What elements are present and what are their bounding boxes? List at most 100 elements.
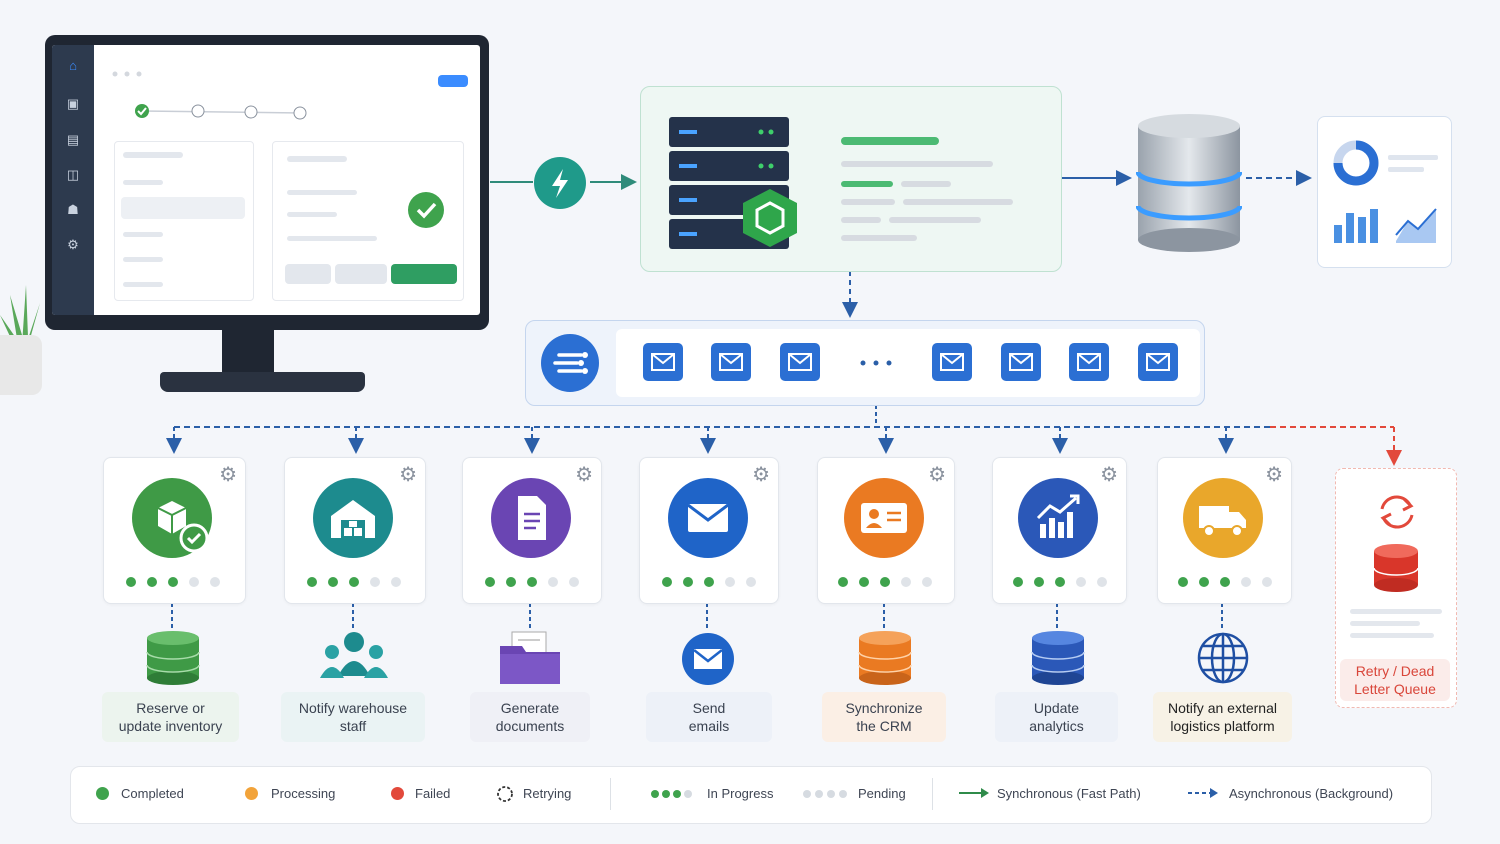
inventory-database-icon	[146, 631, 200, 685]
service-label-warehouse: Notify warehouse staff	[281, 692, 425, 742]
lightning-icon	[534, 157, 586, 209]
plant-leaves	[0, 285, 40, 345]
legend-processing: Processing	[271, 786, 336, 801]
queue-track	[616, 329, 1200, 397]
chart-icon	[1333, 140, 1438, 243]
service-card-documents[interactable]: ⚙	[462, 457, 602, 604]
legend-async: Asynchronous (Background)	[1229, 786, 1394, 801]
completed-dot	[96, 787, 109, 800]
document-icon	[491, 478, 571, 558]
progress-dots	[1013, 574, 1118, 587]
monitor-base	[160, 372, 365, 392]
gear-icon[interactable]: ⚙	[219, 464, 237, 486]
service-card-crm[interactable]: ⚙	[817, 457, 955, 604]
message-icon	[1001, 343, 1041, 381]
legend-sync: Synchronous (Fast Path)	[997, 786, 1141, 801]
legend-completed: Completed	[121, 786, 184, 801]
service-card-logistics[interactable]: ⚙	[1157, 457, 1292, 604]
service-card-warehouse[interactable]: ⚙	[284, 457, 426, 604]
warehouse-icon	[313, 478, 393, 558]
gear-icon[interactable]: ⚙	[399, 464, 417, 486]
database-icon	[1136, 114, 1242, 252]
failed-dot	[391, 787, 404, 800]
window-dots	[112, 65, 142, 77]
service-label-inventory: Reserve or update inventory	[102, 692, 239, 742]
analytics-database-icon	[1031, 631, 1085, 685]
crm-database-icon	[858, 631, 912, 685]
progress-steps	[135, 104, 307, 120]
monitor-stand	[222, 325, 274, 377]
list-panel	[114, 141, 254, 301]
growth-chart-icon	[1018, 478, 1098, 558]
message-icon	[932, 343, 972, 381]
service-card-email[interactable]: ⚙	[639, 457, 779, 604]
app-sidebar: ⌂ ▣ ▤ ◫ ☗ ⚙	[52, 45, 94, 315]
service-card-inventory[interactable]: ⚙	[103, 457, 246, 604]
monitor-screen: ⌂ ▣ ▤ ◫ ☗ ⚙	[52, 45, 480, 315]
server-rack-icon	[669, 117, 797, 249]
package-icon	[132, 478, 212, 558]
cart-icon[interactable]: ▣	[66, 96, 80, 111]
retry-icon	[1380, 495, 1414, 529]
in-progress-dots-icon	[651, 790, 692, 798]
success-check-icon	[408, 192, 444, 228]
document-folder-icon	[500, 631, 560, 684]
queue-broker-icon	[541, 334, 599, 392]
home-icon[interactable]: ⌂	[69, 58, 77, 73]
pending-dots-icon	[803, 790, 847, 798]
sync-arrow-icon	[959, 788, 989, 798]
legend	[70, 766, 1432, 824]
gear-icon[interactable]: ⚙	[752, 464, 770, 486]
document-icon[interactable]: ▤	[66, 132, 80, 147]
progress-dots	[126, 574, 231, 587]
message-icon	[643, 343, 683, 381]
email-send-icon	[682, 633, 734, 685]
detail-panel	[272, 141, 464, 301]
service-label-analytics: Update analytics	[995, 692, 1118, 742]
service-label-documents: Generate documents	[470, 692, 590, 742]
processing-dot	[245, 787, 258, 800]
gear-icon[interactable]: ⚙	[928, 464, 946, 486]
truck-icon	[1183, 478, 1263, 558]
legend-pending: Pending	[858, 786, 906, 801]
globe-icon	[1197, 632, 1249, 684]
contact-card-icon	[844, 478, 924, 558]
service-card-analytics[interactable]: ⚙	[992, 457, 1127, 604]
gear-icon[interactable]: ⚙	[1100, 464, 1118, 486]
async-arrow-icon	[1188, 788, 1218, 798]
progress-dots	[662, 574, 767, 587]
legend-divider	[932, 778, 933, 810]
progress-dots	[485, 574, 590, 587]
service-label-logistics: Notify an external logistics platform	[1153, 692, 1292, 742]
message-icon	[780, 343, 820, 381]
legend-divider	[610, 778, 611, 810]
gear-icon[interactable]: ⚙	[1265, 464, 1283, 486]
more-messages-ellipsis	[860, 360, 892, 366]
progress-dots	[1178, 574, 1283, 587]
legend-failed: Failed	[415, 786, 451, 801]
message-icon	[1069, 343, 1109, 381]
gear-icon[interactable]: ⚙	[575, 464, 593, 486]
header-button[interactable]	[438, 75, 468, 87]
gear-icon[interactable]: ⚙	[67, 237, 79, 252]
staff-group-icon	[320, 632, 388, 678]
dead-letter-queue-panel: Retry / Dead Letter Queue	[1335, 468, 1457, 708]
legend-retrying: Retrying	[523, 786, 572, 801]
progress-dots	[838, 574, 943, 587]
progress-dots	[307, 574, 412, 587]
service-label-email: Send emails	[646, 692, 772, 742]
plant-pot	[0, 335, 42, 395]
failed-database-icon	[1373, 544, 1419, 592]
analytics-dashboard-panel	[1317, 116, 1452, 268]
legend-in-progress: In Progress	[707, 786, 774, 801]
service-label-crm: Synchronize the CRM	[822, 692, 946, 742]
retrying-icon	[497, 786, 513, 802]
api-server-panel	[640, 86, 1062, 272]
message-icon	[711, 343, 751, 381]
users-icon[interactable]: ☗	[67, 202, 79, 217]
envelope-icon	[668, 478, 748, 558]
submit-button[interactable]	[391, 264, 457, 284]
bag-icon[interactable]: ◫	[66, 167, 80, 182]
dead-letter-label: Retry / Dead Letter Queue	[1340, 659, 1450, 701]
